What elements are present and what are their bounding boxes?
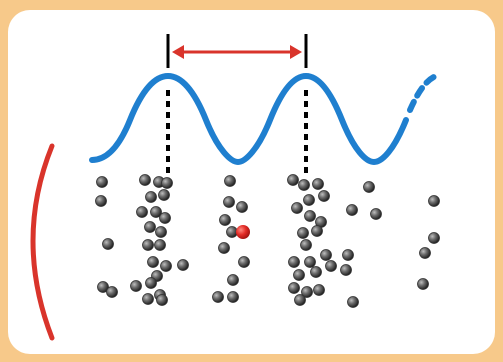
particle-dot-icon (310, 266, 322, 278)
particle-dot-icon (300, 239, 312, 251)
particle-dot-icon (301, 286, 313, 298)
particle-dot-icon (320, 249, 332, 261)
particle-dot-icon (304, 210, 316, 222)
particle-dot-icon (238, 256, 250, 268)
particle-dot-icon (325, 260, 337, 272)
particle-dot-icon (218, 242, 230, 254)
particle-dot-icon (288, 256, 300, 268)
particle-dot-icon (223, 196, 235, 208)
particle-dot-icon (159, 212, 171, 224)
particle-dot-icon (102, 238, 114, 250)
particle-dot-icon (313, 284, 325, 296)
particle-dot-icon (417, 278, 429, 290)
particle-dot-icon (150, 206, 162, 218)
particle-dot-icon (288, 282, 300, 294)
red-arc (30, 143, 55, 341)
particle-dot-icon (155, 226, 167, 238)
particle-dot-icon (419, 247, 431, 259)
particle-dot-icon (303, 194, 315, 206)
particle-dot-icon (370, 208, 382, 220)
particle-dot-icon (142, 293, 154, 305)
blue-wave (89, 72, 409, 166)
particle-dot-icon (312, 178, 324, 190)
particle-dot-icon (227, 291, 239, 303)
particle-dot-icon (287, 174, 299, 186)
particle-dot-icon (106, 286, 118, 298)
particle-dot-icon (298, 179, 310, 191)
particle-dot-icon (226, 226, 238, 238)
particle-dot-icon (304, 256, 316, 268)
highlighted-particle-icon (236, 225, 250, 239)
particle-dot-icon (95, 195, 107, 207)
particle-dot-icon (161, 177, 173, 189)
particle-dot-icon (363, 181, 375, 193)
particle-dot-icon (97, 281, 109, 293)
diagram-panel (8, 10, 495, 354)
particle-dot-icon (236, 201, 248, 213)
particle-dot-icon (145, 277, 157, 289)
particle-dot-icon (96, 176, 108, 188)
particle-dot-icon (340, 264, 352, 276)
particle-dot-icon (347, 296, 359, 308)
particle-dot-icon (291, 202, 303, 214)
particle-dot-icon (227, 274, 239, 286)
particle-dot-icon (318, 190, 330, 202)
particle-dot-icon (139, 174, 151, 186)
particle-dot-icon (142, 239, 154, 251)
particle-dot-icon (219, 214, 231, 226)
particle-dot-icon (428, 195, 440, 207)
particle-dot-icon (136, 206, 148, 218)
blue-wave-dashed-tail (407, 73, 439, 113)
particle-dot-icon (156, 294, 168, 306)
particle-dot-icon (177, 259, 189, 271)
particle-dot-icon (297, 227, 309, 239)
particle-field (95, 174, 440, 308)
particle-dot-icon (293, 269, 305, 281)
particle-dot-icon (224, 175, 236, 187)
particle-dot-icon (212, 291, 224, 303)
particle-dot-icon (311, 225, 323, 237)
particle-dot-icon (346, 204, 358, 216)
particle-dot-icon (160, 260, 172, 272)
particle-dot-icon (342, 249, 354, 261)
particle-dot-icon (145, 191, 157, 203)
particle-dot-icon (130, 280, 142, 292)
particle-dot-icon (144, 221, 156, 233)
particle-dot-icon (147, 256, 159, 268)
double-headed-arrow-icon (172, 45, 302, 59)
particle-dot-icon (154, 239, 166, 251)
particle-dot-icon (158, 189, 170, 201)
particle-dot-icon (294, 294, 306, 306)
particle-dot-icon (428, 232, 440, 244)
